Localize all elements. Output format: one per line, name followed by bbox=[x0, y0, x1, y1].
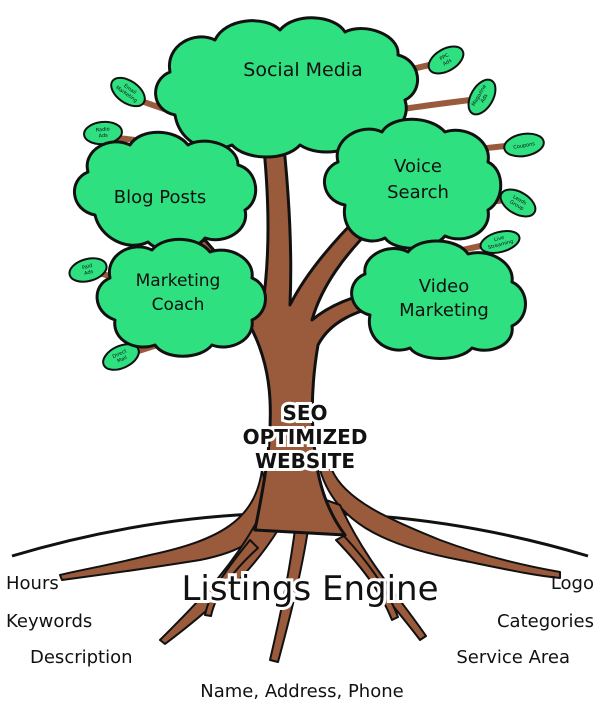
cloud-marketing-coach bbox=[95, 237, 267, 358]
leaf-direct-mail bbox=[102, 343, 140, 371]
leaf-label-ppc-2: Ads bbox=[442, 58, 453, 68]
leaf-paid-ads bbox=[68, 257, 108, 283]
leaf-ppc-ads bbox=[427, 45, 465, 75]
trunk-label-seo: SEO bbox=[282, 401, 327, 425]
label-description: Description bbox=[30, 647, 133, 668]
label-marketing-coach-2: Coach bbox=[152, 295, 205, 315]
leaf-label-paid-2: Ads bbox=[84, 269, 95, 277]
small-leaves bbox=[68, 45, 545, 371]
label-voice-search-1: Voice bbox=[394, 156, 442, 177]
leaf-label-direct-1: Direct bbox=[112, 348, 128, 360]
leaf-coupons bbox=[503, 132, 545, 158]
leaf-leads-group bbox=[499, 188, 537, 218]
leaf-label-coupons: Coupons bbox=[513, 141, 536, 151]
leaf-label-radio-1: Radio bbox=[95, 126, 110, 133]
leaf-label-ppc-1: PPC bbox=[439, 52, 451, 62]
leaf-label-live-1: Live bbox=[494, 235, 505, 243]
label-keywords: Keywords bbox=[6, 611, 92, 632]
label-blog-posts: Blog Posts bbox=[114, 187, 207, 208]
cloud-voice-search bbox=[322, 117, 503, 250]
leaf-label-magazine-2: Ads bbox=[480, 93, 490, 104]
label-categories: Categories bbox=[497, 611, 594, 632]
label-marketing-coach-1: Marketing bbox=[136, 271, 221, 291]
canopy bbox=[72, 16, 527, 360]
trunk-label: SEO OPTIMIZED WEBSITE bbox=[240, 398, 371, 476]
label-video-marketing-1: Video bbox=[419, 276, 469, 297]
leaf-label-direct-2: Mail bbox=[116, 355, 128, 365]
leaf-live-streaming bbox=[479, 230, 521, 254]
label-logo: Logo bbox=[551, 573, 594, 594]
leaf-email-marketing bbox=[110, 76, 146, 108]
label-service-area: Service Area bbox=[456, 647, 570, 668]
leaf-magazine-ads bbox=[467, 78, 497, 116]
leaf-label-paid-1: Paid bbox=[81, 263, 93, 271]
label-hours: Hours bbox=[6, 573, 59, 594]
label-video-marketing-2: Marketing bbox=[399, 300, 489, 321]
leaf-label-radio-2: Ads bbox=[98, 133, 108, 140]
label-name-address-phone: Name, Address, Phone bbox=[200, 681, 403, 702]
cloud-social-media bbox=[154, 16, 420, 159]
trunk-label-optimized: OPTIMIZED bbox=[243, 425, 368, 449]
label-listings-engine: Listings Engine bbox=[181, 569, 438, 609]
trunk-label-website: WEBSITE bbox=[255, 449, 355, 473]
cloud-video-marketing bbox=[350, 239, 527, 360]
label-social-media: Social Media bbox=[243, 59, 362, 81]
label-voice-search-2: Search bbox=[387, 182, 449, 203]
